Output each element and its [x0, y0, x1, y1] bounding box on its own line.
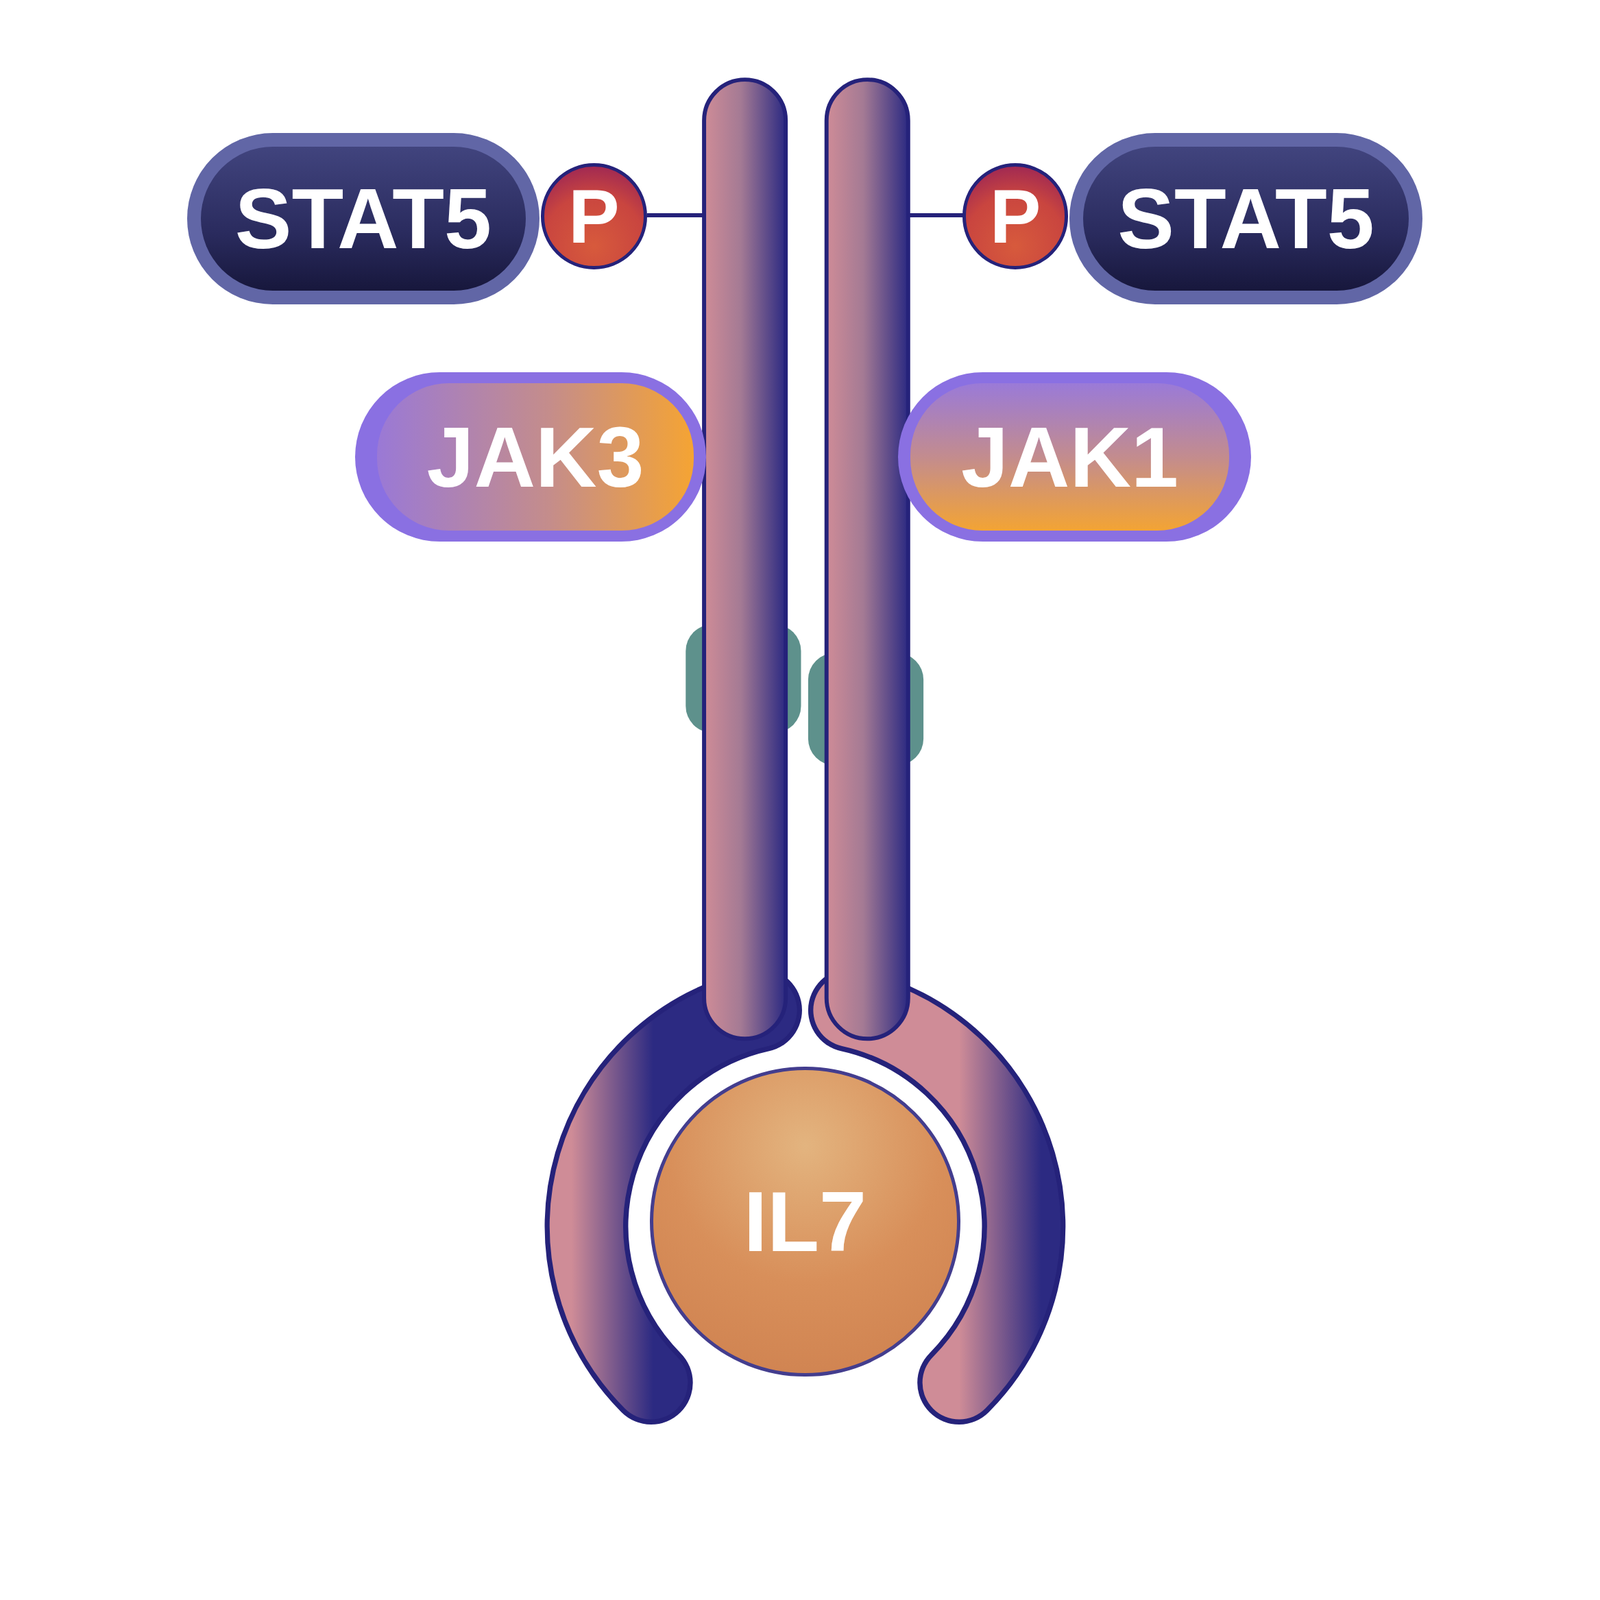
phosphate-circle: P [962, 163, 1069, 270]
stat5-protein: STAT5 [1069, 132, 1422, 305]
node-label: IL7 [743, 1179, 867, 1265]
node-label: JAK1 [910, 383, 1230, 531]
node-label: JAK3 [377, 383, 694, 531]
phospho-tether [647, 213, 705, 218]
node-label: STAT5 [1083, 146, 1409, 291]
node-label: STAT5 [200, 146, 526, 291]
node-label: P [989, 178, 1042, 256]
receptor-chain [704, 79, 786, 1039]
stat5-protein: STAT5 [187, 132, 540, 305]
receptor-chain [826, 79, 909, 1039]
phospho-tether [908, 213, 964, 218]
jak-kinase: JAK1 [898, 372, 1252, 542]
node-label: P [568, 178, 620, 256]
cytokine-circle: IL7 [649, 1066, 961, 1378]
phosphate-circle: P [540, 163, 648, 270]
jak-kinase: JAK3 [355, 372, 707, 542]
